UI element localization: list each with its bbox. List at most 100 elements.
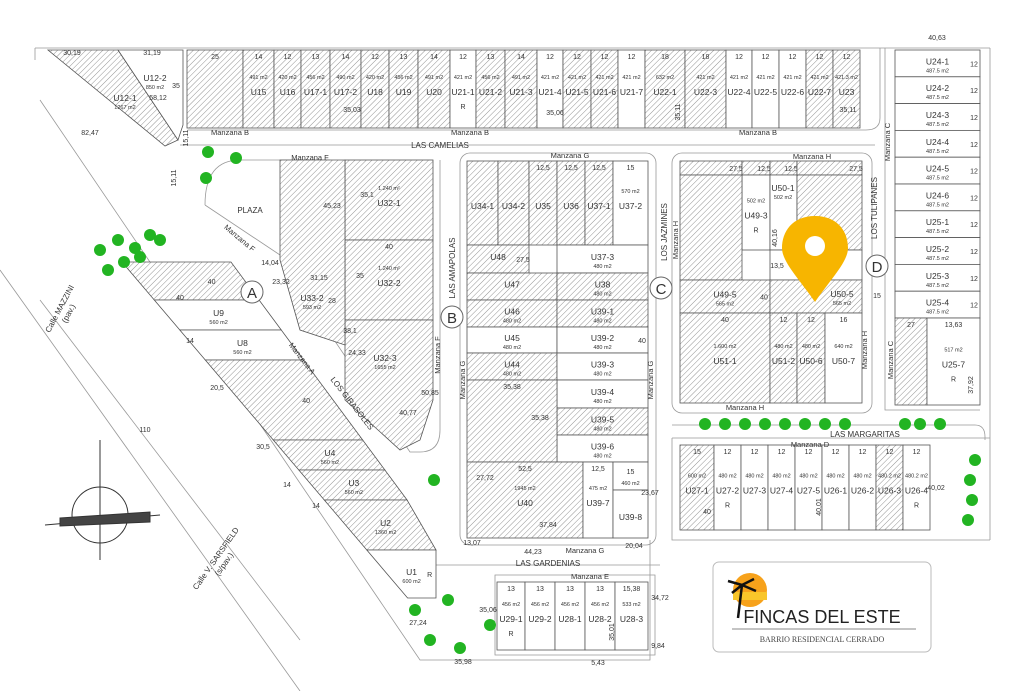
location-pin-icon[interactable] [782, 216, 848, 302]
dimension-label: 50,85 [421, 390, 439, 397]
lot-parcel[interactable]: 12,5 [741, 160, 771, 176]
lot-u47[interactable]: U47 [466, 272, 558, 301]
lot-parcel[interactable]: 27,5 [679, 160, 743, 176]
lot-shape [612, 489, 649, 539]
lot-parcel[interactable]: 40 [204, 359, 364, 441]
lot-parcel[interactable]: 25 [186, 49, 244, 129]
lot-shape [894, 183, 981, 212]
tree-icon [484, 619, 496, 631]
lot-u39-8[interactable]: U39-8 [612, 489, 649, 539]
lot-parcel[interactable]: 27 [894, 317, 928, 406]
lot-u34-1[interactable]: U34-1 [466, 160, 499, 246]
lot-parcel[interactable]: 40 [121, 261, 260, 301]
lot-u34-2[interactable]: U34-2 [497, 160, 530, 246]
lot-parcel[interactable] [679, 174, 743, 281]
lot-parcel[interactable]: 27,5 [796, 160, 863, 176]
lot-parcel[interactable]: 12,5 [769, 160, 798, 176]
